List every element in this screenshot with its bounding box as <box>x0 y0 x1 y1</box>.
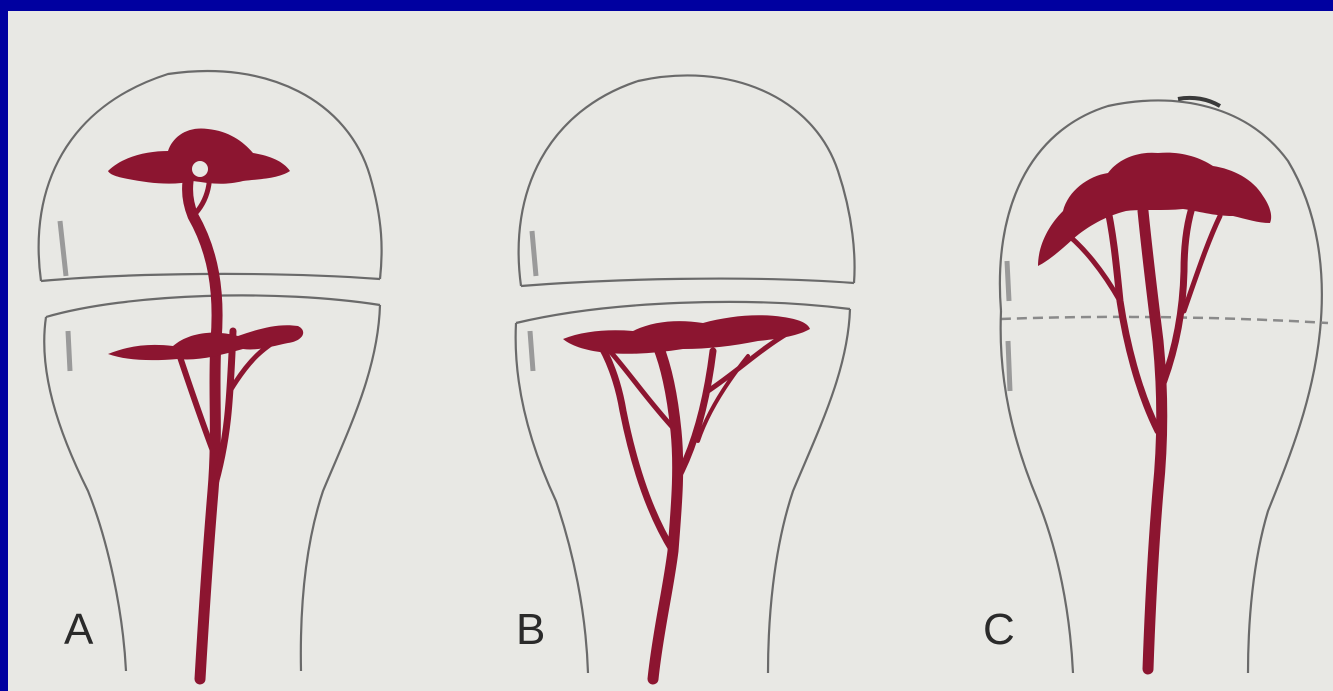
panel-c-outline-top <box>1000 101 1322 331</box>
bone-vascular-diagram <box>8 11 1333 691</box>
panel-label-a: A <box>64 608 93 652</box>
panel-label-c: C <box>983 608 1015 652</box>
panel-c-canopy <box>1038 153 1271 266</box>
panel-b-shaft-right-outline <box>768 309 850 673</box>
panel-b-shading <box>530 231 536 371</box>
panel-a-shaft-right-outline <box>301 305 380 671</box>
panel-label-b: B <box>516 608 545 652</box>
panel-b-physis-upper-line <box>521 279 854 286</box>
panel-b-canopy <box>563 315 810 354</box>
panel-c-shading <box>1007 261 1010 391</box>
panel-a-drawing <box>39 71 382 679</box>
panel-b-epiphysis-outline <box>519 75 855 286</box>
panel-c-growth-plate-line <box>1001 317 1328 323</box>
panel-c-shaft-right-outline <box>1248 331 1320 673</box>
panel-c-vessels <box>1063 196 1220 669</box>
panel-a-shading <box>60 221 70 371</box>
panel-b-physis-lower-line <box>516 302 850 323</box>
panel-b-vessels <box>598 333 788 679</box>
panel-a-vessels <box>178 151 293 679</box>
panel-b-drawing <box>516 75 855 679</box>
panel-a-canopy-hole <box>192 161 208 177</box>
figure-panel: A B C <box>8 11 1333 691</box>
panel-c-drawing <box>1000 98 1328 673</box>
panel-a-canopy-lower <box>108 325 303 360</box>
